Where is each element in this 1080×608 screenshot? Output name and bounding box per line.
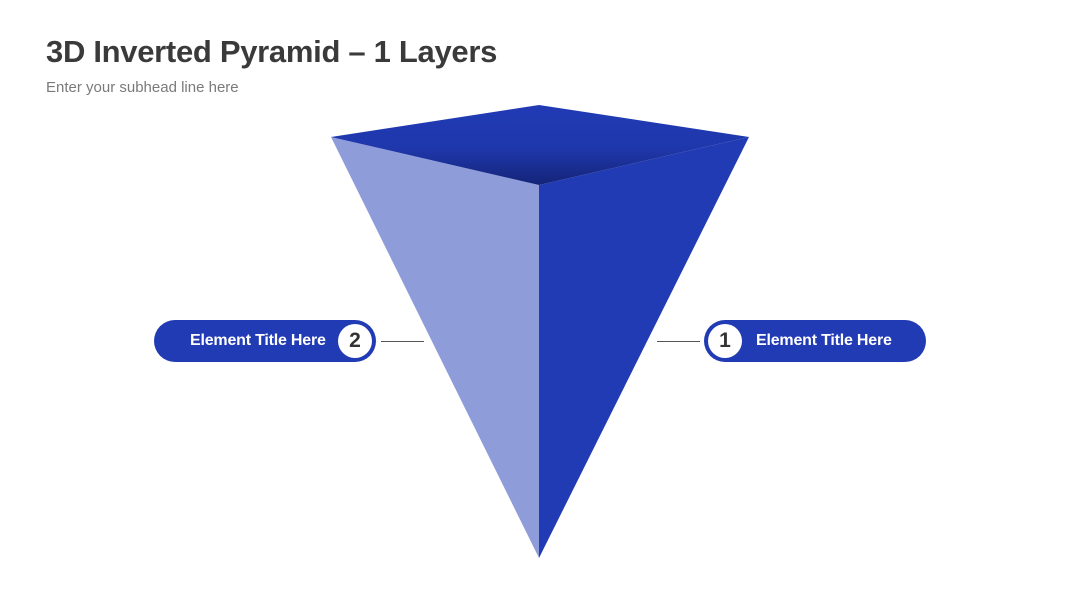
element-2-number-badge: 2 — [338, 324, 372, 358]
element-1-label: Element Title Here — [756, 332, 892, 349]
page-subtitle: Enter your subhead line here — [46, 79, 239, 96]
connector-line-left — [381, 341, 424, 342]
element-2-callout: Element Title Here 2 — [154, 320, 376, 362]
connector-line-right — [657, 341, 700, 342]
pyramid-right-face — [539, 137, 749, 558]
element-1-number-badge: 1 — [708, 324, 742, 358]
pyramid-top-face — [331, 105, 749, 185]
page-title: 3D Inverted Pyramid – 1 Layers — [46, 34, 498, 69]
element-2-label: Element Title Here — [190, 332, 326, 349]
pyramid-left-face — [331, 137, 539, 558]
element-1-callout: 1 Element Title Here — [704, 320, 926, 362]
